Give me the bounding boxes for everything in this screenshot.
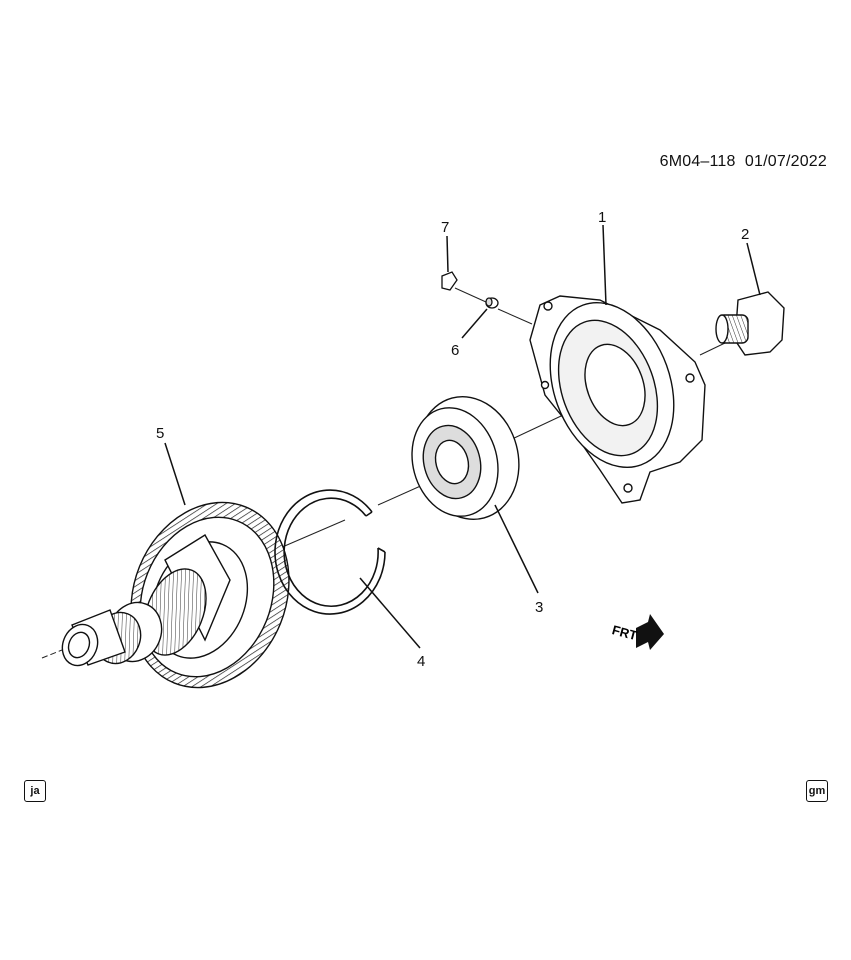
callout-5: 5 xyxy=(156,425,164,442)
callout-2: 2 xyxy=(741,226,749,243)
diagram-number: 6M04–118 xyxy=(659,153,736,170)
diagram-id: 6M04–118 01/07/2022 xyxy=(660,153,827,171)
callout-7: 7 xyxy=(441,219,449,236)
ja-badge: ja xyxy=(24,780,46,802)
gm-logo: gm xyxy=(806,780,828,802)
callout-4: 4 xyxy=(417,653,425,670)
front-direction-marker: FRT xyxy=(610,614,664,650)
callout-1: 1 xyxy=(598,209,606,226)
leader-lines xyxy=(164,224,761,649)
part-6-pin xyxy=(485,297,499,309)
part-1-housing xyxy=(529,295,706,504)
diagram-date: 01/07/2022 xyxy=(744,153,827,170)
part-7-pin xyxy=(441,271,458,291)
part-5-gear-assembly xyxy=(61,501,290,689)
part-4-snap-ring xyxy=(274,489,386,615)
part-3-bearing xyxy=(411,396,520,520)
callout-3: 3 xyxy=(535,599,543,616)
frt-label: FRT xyxy=(610,622,638,643)
callout-labels: 1 2 3 4 5 6 7 xyxy=(156,209,749,670)
part-2-plug xyxy=(715,291,785,356)
callout-6: 6 xyxy=(451,342,459,359)
